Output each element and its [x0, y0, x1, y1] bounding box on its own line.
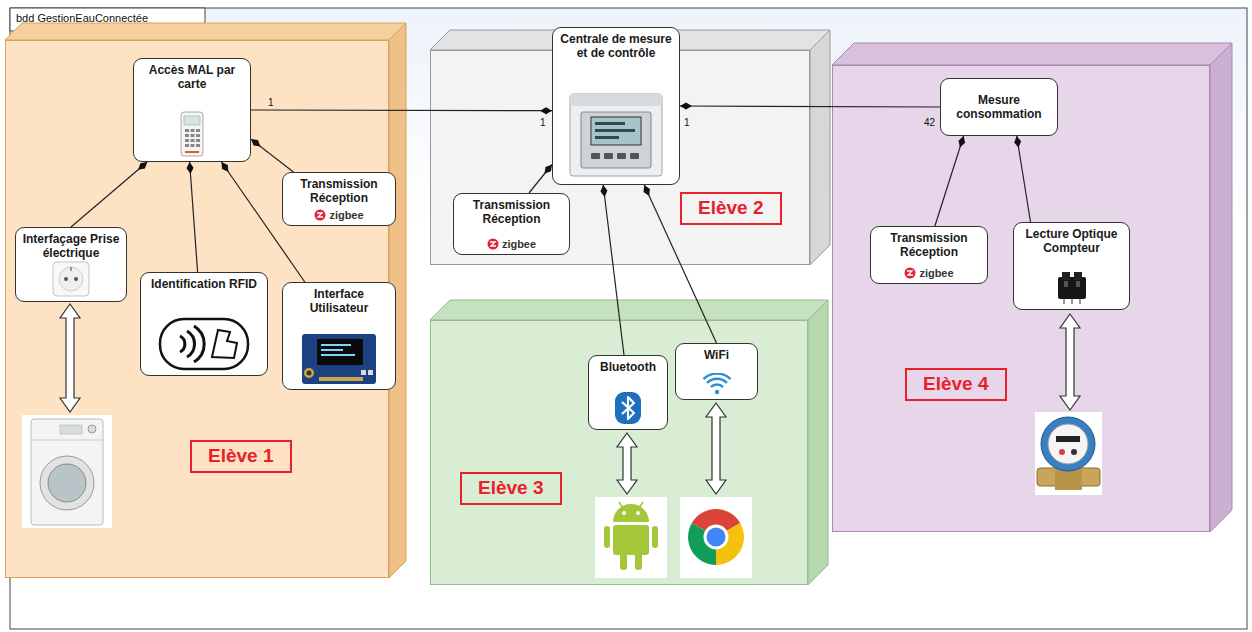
- power-meter-icon: [567, 90, 665, 180]
- block-icon: [158, 317, 250, 371]
- block-box: WiFi: [675, 343, 758, 400]
- block-name: Transmission Réception: [876, 231, 982, 260]
- block-name: Transmission Réception: [288, 177, 390, 206]
- zigbee-badge: zigbee: [487, 238, 536, 250]
- zigbee-logo: [904, 267, 916, 279]
- composition-link: [222, 162, 305, 282]
- block-icon: [51, 261, 91, 297]
- block-box: Transmission Réception zigbee: [870, 226, 988, 284]
- chrome-logo: [680, 497, 752, 578]
- block-icon: [301, 333, 377, 385]
- zigbee-badge: zigbee: [314, 209, 363, 221]
- block-name: Lecture Optique Compteur: [1019, 227, 1124, 256]
- block-name: Interface Utilisateur: [288, 287, 390, 316]
- multiplicity: 1: [540, 117, 546, 128]
- block-name: Transmission Réception: [459, 198, 564, 227]
- card-reader-icon: [175, 111, 209, 157]
- double-arrow: [706, 403, 726, 494]
- block-box: Centrale de mesure et de contrôle: [552, 27, 680, 185]
- student-region: Elève 2Centrale de mesure et de contrôle…: [430, 50, 810, 265]
- composition-link: [251, 139, 293, 172]
- oled-display-icon: [301, 333, 377, 385]
- block-box: Transmission Réception zigbee: [453, 193, 570, 255]
- block-box: Transmission Réception zigbee: [282, 172, 396, 226]
- block-name: Accès MAL par carte: [139, 63, 245, 92]
- student-label: Elève 1: [190, 440, 292, 473]
- block-box: Mesure consommation: [940, 78, 1058, 136]
- composition-link: [1017, 136, 1031, 222]
- block-name: WiFi: [681, 348, 752, 362]
- block-name: Interfaçage Prise électrique: [21, 232, 121, 261]
- composition-link: [644, 185, 716, 343]
- washing-machine: [22, 415, 112, 528]
- composition-link: [935, 136, 964, 226]
- frame-title: bdd GestionEauConnectée: [16, 12, 148, 25]
- composition-link: [190, 162, 198, 272]
- student-label: Elève 3: [460, 472, 562, 505]
- multiplicity: 1: [684, 117, 690, 128]
- zigbee-logo: [314, 209, 326, 221]
- block-name: Identification RFID: [146, 277, 262, 291]
- double-arrow: [60, 304, 80, 412]
- block-icon: [1052, 269, 1092, 305]
- rfid-icon: [158, 317, 250, 371]
- multiplicity: 1: [268, 97, 274, 108]
- zigbee-logo: [487, 238, 499, 250]
- block-icon: [175, 111, 209, 157]
- composition-link: [603, 185, 624, 355]
- student-label: Elève 4: [905, 368, 1007, 401]
- block-name: Bluetooth: [594, 360, 662, 374]
- bluetooth-icon: [614, 391, 642, 425]
- block-icon: [614, 391, 642, 425]
- double-arrow: [1060, 314, 1080, 410]
- water-meter: [1035, 412, 1102, 495]
- block-box: Accès MAL par carte: [133, 58, 251, 162]
- wifi-icon: [702, 373, 732, 395]
- block-box: Identification RFID: [140, 272, 268, 376]
- zigbee-text: zigbee: [502, 238, 536, 250]
- student-label: Elève 2: [680, 192, 782, 225]
- composition-link: [251, 109, 552, 111]
- block-box: Lecture Optique Compteur: [1013, 222, 1130, 310]
- multiplicity: 42: [924, 117, 935, 128]
- composition-link: [680, 106, 940, 107]
- block-name: Centrale de mesure et de contrôle: [558, 32, 674, 61]
- block-box: Interface Utilisateur: [282, 282, 396, 390]
- block-box: Interfaçage Prise électrique: [15, 227, 127, 302]
- socket-icon: [51, 261, 91, 297]
- composition-link: [71, 162, 147, 227]
- optical-sensor-icon: [1052, 269, 1092, 305]
- zigbee-text: zigbee: [329, 209, 363, 221]
- block-icon: [567, 90, 665, 180]
- block-box: Bluetooth: [588, 355, 668, 430]
- zigbee-badge: zigbee: [904, 267, 953, 279]
- block-icon: [702, 373, 732, 395]
- block-name: Mesure consommation: [946, 93, 1052, 122]
- android-logo: [595, 497, 667, 578]
- double-arrow: [617, 433, 637, 494]
- composition-link: [529, 165, 552, 194]
- zigbee-text: zigbee: [919, 267, 953, 279]
- student-region: Elève 4 Mesure consommationTransmission R…: [832, 65, 1210, 532]
